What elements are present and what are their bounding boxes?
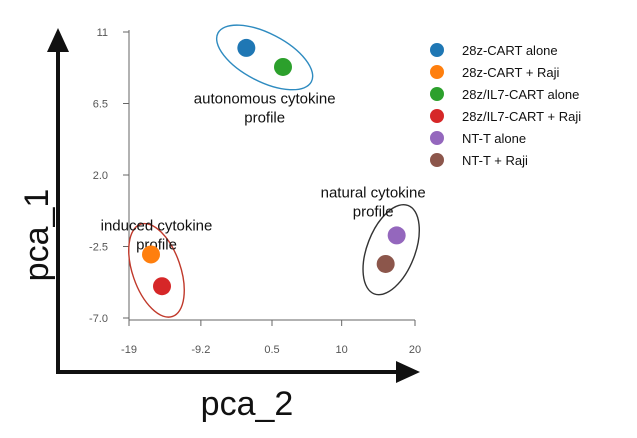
data-point bbox=[237, 38, 256, 57]
ellipse-natural bbox=[362, 203, 420, 296]
data-point bbox=[153, 277, 171, 296]
data-point bbox=[387, 226, 406, 245]
legend-entry: 28z/IL7-CART + Raji bbox=[462, 109, 581, 124]
data-point bbox=[142, 245, 160, 264]
data-point bbox=[376, 254, 395, 273]
y-tick-label: 2.0 bbox=[93, 170, 108, 182]
y-tick-label: 6.5 bbox=[93, 99, 108, 111]
legend-entry: 28z-CART alone bbox=[462, 43, 558, 58]
legend-marker bbox=[430, 87, 444, 101]
group-ellipses bbox=[128, 24, 420, 318]
legend: 28z-CART alone 28z-CART + Raji 28z/IL7-CAR… bbox=[430, 43, 581, 168]
legend-marker bbox=[430, 65, 444, 79]
x-tick-label: 10 bbox=[336, 344, 348, 356]
y-axis-label: pca_1 bbox=[18, 189, 56, 282]
y-arrow-head bbox=[47, 28, 69, 52]
x-tick-label: 20 bbox=[409, 344, 421, 356]
annotation-natural: profile bbox=[353, 204, 394, 221]
legend-marker bbox=[430, 43, 444, 57]
annotation-autonomous: autonomous cytokine bbox=[194, 90, 336, 107]
point-layer bbox=[142, 38, 406, 296]
legend-marker bbox=[430, 153, 444, 167]
x-axis-label: pca_2 bbox=[201, 385, 294, 423]
ellipse-autonomous bbox=[215, 24, 314, 91]
x-tick-label: -19 bbox=[121, 344, 137, 356]
ellipse-induced bbox=[128, 222, 185, 318]
annotation-induced: induced cytokine bbox=[101, 217, 213, 234]
legend-entry: 28z-CART + Raji bbox=[462, 65, 560, 80]
x-tick-label: 0.5 bbox=[264, 344, 279, 356]
annotation-autonomous: profile bbox=[244, 109, 285, 126]
x-arrow-head bbox=[396, 361, 420, 383]
y-tick-label: 11 bbox=[97, 27, 108, 39]
annotation-layer: autonomous cytokine profile induced cytoki… bbox=[101, 90, 426, 253]
tick-layer: -19 -9.2 0.5 10 20 11 6.5 2.0 -2.5 -7.0 bbox=[89, 27, 421, 356]
y-tick-label: -2.5 bbox=[89, 242, 108, 254]
y-tick-label: -7.0 bbox=[89, 313, 108, 325]
annotation-natural: natural cytokine bbox=[321, 185, 426, 202]
legend-marker bbox=[430, 109, 444, 123]
legend-entry: NT-T + Raji bbox=[462, 153, 528, 168]
legend-entry: 28z/IL7-CART alone bbox=[462, 87, 579, 102]
x-tick-label: -9.2 bbox=[191, 344, 210, 356]
legend-entry: NT-T alone bbox=[462, 131, 526, 146]
legend-marker bbox=[430, 131, 444, 145]
data-point bbox=[274, 57, 292, 76]
